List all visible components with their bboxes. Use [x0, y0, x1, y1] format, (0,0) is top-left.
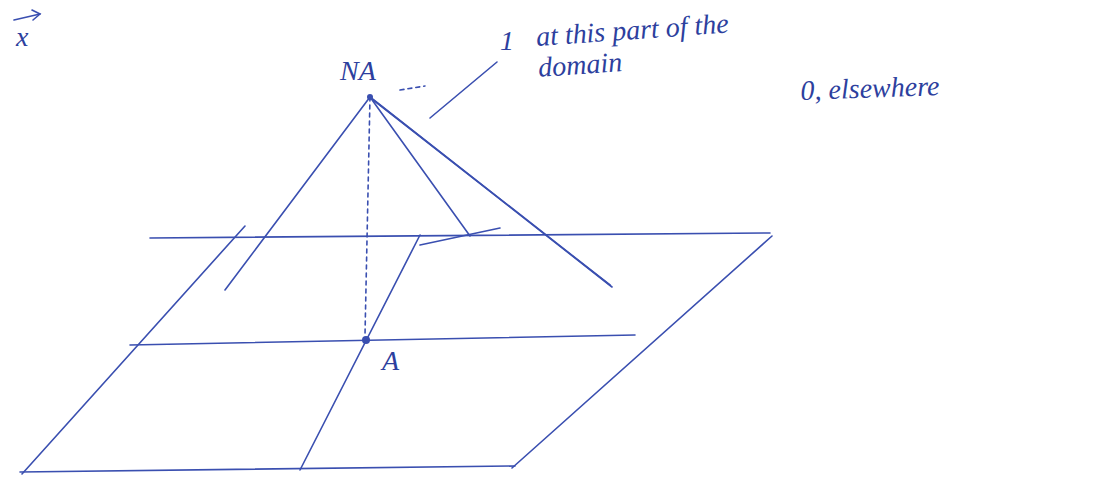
- pyramid-axis: [365, 97, 370, 335]
- mesh-line: [512, 236, 772, 468]
- mesh-line: [420, 228, 500, 245]
- pyramid-edge: [370, 97, 470, 236]
- note-text: 0, elsewhere: [800, 71, 940, 107]
- function-label: NA: [340, 56, 376, 87]
- peak-point: [367, 94, 373, 100]
- value-label: 1: [500, 26, 514, 57]
- note-text: at this part of the domain: [535, 6, 769, 83]
- pyramid-edge: [225, 97, 370, 290]
- mesh-line: [130, 335, 635, 345]
- mesh-line: [20, 466, 515, 472]
- leader-line: [430, 62, 497, 118]
- pyramid-edge: [372, 99, 612, 287]
- mesh-line: [300, 235, 420, 470]
- axis-label: x: [16, 22, 28, 53]
- point-label: A: [382, 346, 399, 377]
- node-point: [362, 336, 370, 344]
- vector-arrow-head: [32, 10, 40, 20]
- dash-mark: [400, 86, 425, 90]
- mesh-line: [22, 226, 245, 474]
